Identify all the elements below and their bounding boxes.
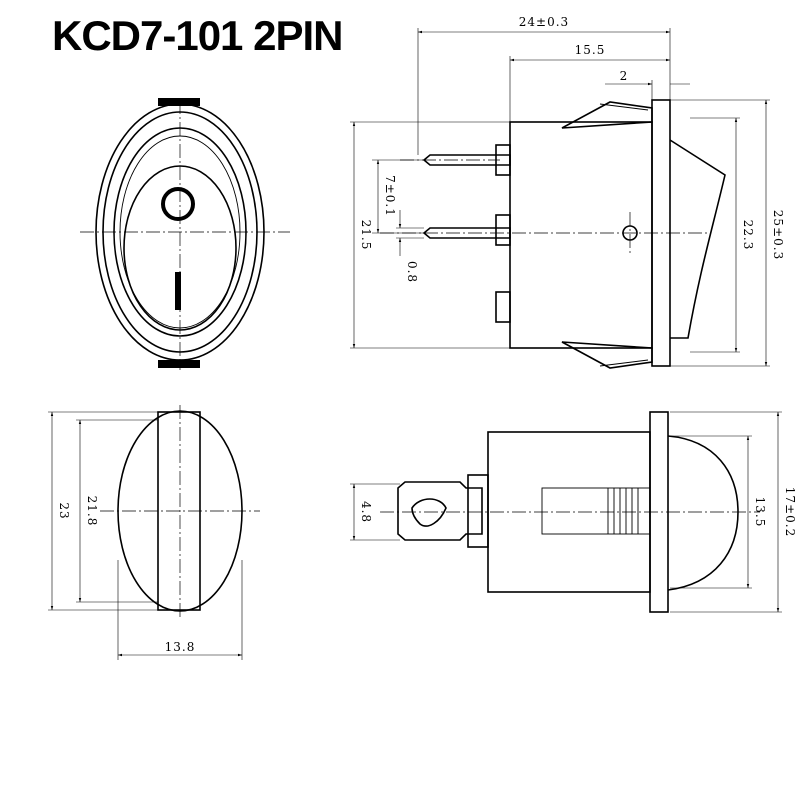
dim-front-height-outer: 23 [57,502,71,519]
dim-pin-spacing: 7±0.1 [383,175,397,217]
dim-terminal-width: 4.8 [359,501,373,523]
bar-icon [175,272,181,310]
dim-rocker-height: 22.3 [741,220,755,251]
top-clip [158,98,200,106]
dim-body-length: 15.5 [575,43,606,57]
dim-flange-width: 17±0.2 [783,487,797,537]
dim-front-height-inner: 21.8 [85,496,99,527]
front-view [80,98,290,370]
circle-icon [161,187,195,221]
dim-front-width: 13.8 [165,640,196,654]
dim-flange-height: 25±0.3 [771,210,785,260]
dim-pin-thickness: 0.8 [405,261,419,283]
upper-clip [561,101,653,129]
top-view: 4.8 13.5 17±0.2 [350,411,797,613]
dim-overall-length: 24±0.3 [519,15,569,29]
dim-flange-thickness: 2 [620,69,629,83]
bottom-clip [158,360,200,368]
switch-body [509,121,653,349]
rocker-dome [667,435,739,591]
front-outline-view: 23 21.8 13.8 [48,405,260,660]
page-title: KCD7-101 2PIN [52,12,343,59]
terminal-hole [411,498,447,527]
rocker [669,139,726,339]
terminal-blade [397,481,483,541]
dim-rocker-width: 13.5 [753,497,767,528]
side-view: 24±0.3 15.5 2 21.5 7±0.1 0.8 22.3 25±0.3 [350,15,785,369]
dim-body-height: 21.5 [359,220,373,251]
lower-clip [561,341,653,369]
